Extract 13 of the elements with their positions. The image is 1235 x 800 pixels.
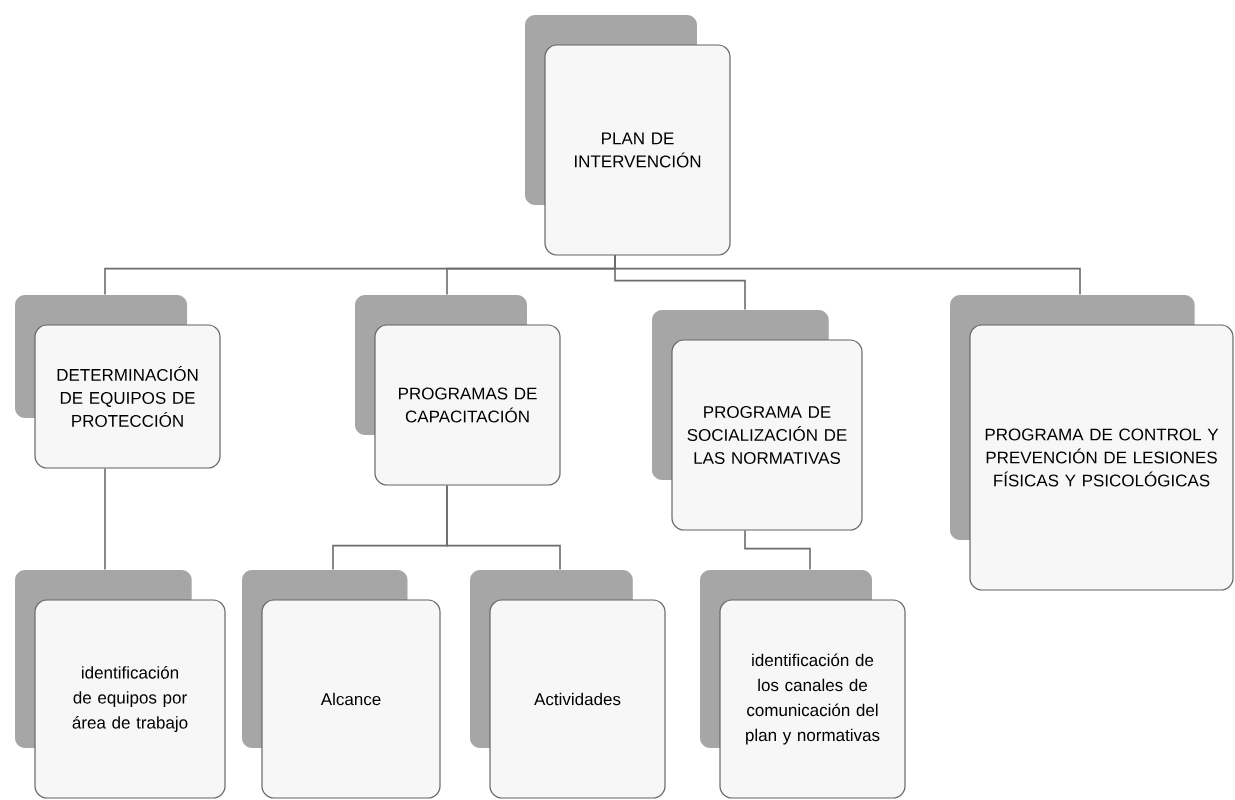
connector-line: [744, 529, 811, 571]
concept-box: DETERMINACIÓN DE EQUIPOS DE PROTECCIÓN: [15, 295, 221, 469]
connector-line: [614, 254, 1081, 296]
concept-box: identificación de los canales de comunicación del plan y normativas: [700, 570, 906, 799]
concept-box: PLAN DE INTERVENCIÓN: [525, 15, 731, 256]
concept-box: identificación de equipos por área de trabajo: [15, 570, 226, 799]
concept-box: Alcance: [242, 570, 441, 799]
connector-line: [104, 467, 106, 571]
concept-box: PROGRAMAS DE CAPACITACIÓN: [355, 295, 561, 486]
concept-box: PROGRAMA DE CONTROL Y PREVENCIÓN DE LESIONES FÍSICAS Y PSICOLÓGICAS: [950, 295, 1234, 591]
connector-line: [446, 484, 561, 571]
concept-box: PROGRAMA DE SOCIALIZACIÓN DE LAS NORMATIVAS: [652, 310, 863, 531]
concept-box: Actividades: [470, 570, 666, 799]
